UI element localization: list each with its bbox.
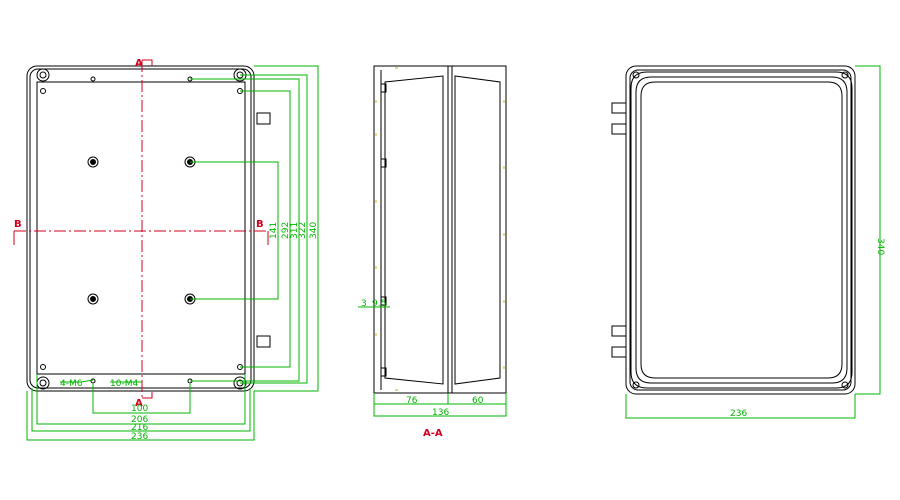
side-dimension-texts: 3 9.5 76 136 60	[361, 299, 484, 418]
section-lines	[13, 59, 269, 399]
dim-322: 322	[298, 222, 308, 239]
side-tab-3	[380, 296, 387, 306]
side-tab-4	[380, 367, 387, 377]
hinge-lug-bottom	[256, 335, 271, 348]
back-hinge-4	[611, 346, 627, 358]
dim-340: 340	[309, 222, 319, 239]
back-corner-hole-tr	[841, 71, 849, 79]
front-dimension-texts: 100 206 216 236 141 292 311 322 340 4-M6…	[60, 222, 319, 442]
dim-76: 76	[406, 396, 418, 406]
dim-236: 236	[131, 432, 148, 442]
hinge-lug-top	[256, 112, 271, 125]
front-dimension-lines	[26, 65, 319, 441]
back-view	[611, 65, 856, 395]
dim-292: 292	[281, 222, 291, 239]
back-corner-hole-bl	[632, 381, 640, 389]
dim-206: 206	[131, 415, 148, 425]
side-view	[373, 65, 507, 394]
front-inner-outline	[29, 68, 252, 389]
section-label-b-left: B	[14, 219, 22, 230]
side-tab-1	[380, 83, 387, 93]
base-inner-contour	[380, 70, 444, 390]
lid-inner-contour	[454, 75, 501, 385]
side-hidden-marks	[375, 67, 505, 391]
back-gasket-outer	[630, 71, 853, 389]
front-view	[26, 65, 271, 392]
dim-100: 100	[131, 404, 148, 414]
side-tab-2	[380, 158, 387, 168]
front-outer-outline	[26, 65, 255, 392]
dim-136: 136	[432, 408, 449, 418]
back-corner-hole-br	[841, 381, 849, 389]
dim-141: 141	[269, 222, 279, 239]
section-view-caption: A-A	[423, 428, 443, 439]
side-dimension-lines	[358, 306, 507, 417]
back-outline-2	[629, 69, 852, 391]
section-label-a-bottom: A	[135, 398, 143, 409]
back-hinge-1	[611, 102, 627, 114]
dim-9-5: 9.5	[372, 299, 386, 309]
section-label-a-top: A	[135, 58, 143, 69]
section-label-b-right: B	[256, 219, 264, 230]
back-dimension-texts: 236 340	[730, 238, 885, 419]
dim-216: 216	[131, 423, 148, 433]
callout-10-m4: 10-M4	[110, 379, 138, 389]
section-arrow-a-bottom	[142, 392, 153, 399]
back-hinge-3	[611, 325, 627, 337]
back-hinge-2	[611, 123, 627, 135]
dim-back-340: 340	[875, 238, 885, 255]
back-dimension-lines	[625, 65, 881, 419]
front-cavity-outline	[36, 81, 246, 375]
back-gasket-inner	[640, 81, 843, 379]
back-gasket-mid	[635, 76, 848, 384]
section-arrow-a-top	[142, 59, 153, 66]
dim-311: 311	[290, 222, 300, 239]
section-labels: A A B B	[14, 58, 264, 409]
dim-3: 3	[361, 299, 367, 309]
callout-4-m6: 4-M6	[60, 379, 83, 389]
back-corner-hole-tl	[632, 71, 640, 79]
dim-back-236: 236	[730, 409, 747, 419]
back-outer-outline	[625, 65, 856, 395]
dim-60: 60	[472, 396, 484, 406]
side-outer-outline	[373, 65, 507, 394]
